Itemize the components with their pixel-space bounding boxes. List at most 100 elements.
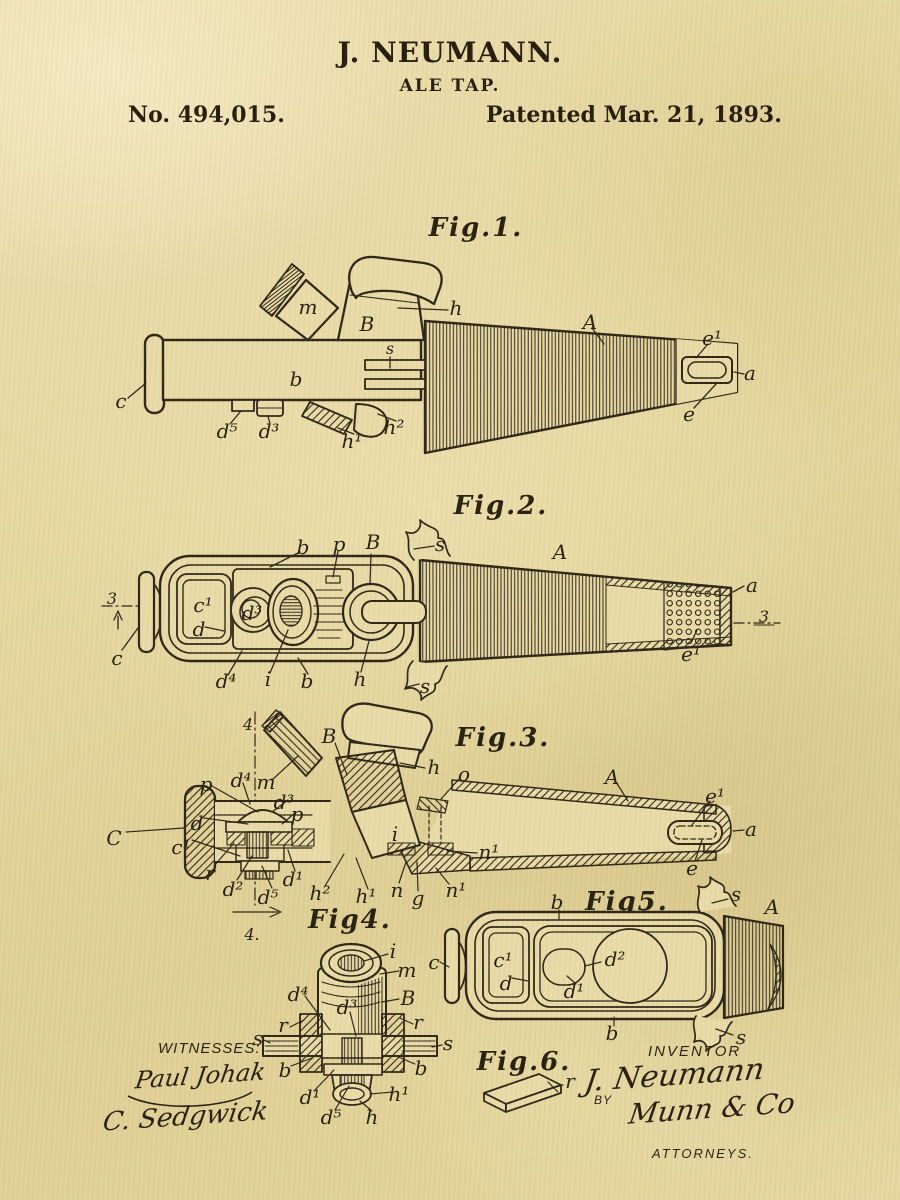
- signature-flourish: [127, 1091, 253, 1107]
- fig2-spring-clip-top: [405, 519, 451, 561]
- fig1-label-s: s: [386, 339, 394, 358]
- fig2-rod: [361, 600, 427, 624]
- fig1-label-A: A: [581, 310, 597, 334]
- fig1-handle: [274, 278, 340, 342]
- fig3-drawing: Fig.3.: [106, 702, 757, 944]
- fig2-label-a: a: [746, 573, 758, 597]
- fig6-label-r: r: [565, 1069, 576, 1093]
- fig2-label-s-top: s: [435, 532, 445, 556]
- fig5-spring-clip-top: [696, 876, 737, 913]
- fig3-label-h: h: [428, 755, 441, 779]
- fig4-drawing: Fig4.: [253, 905, 453, 1129]
- fig4-label-r-left: r: [278, 1013, 289, 1037]
- fig3-label-m: m: [257, 770, 276, 794]
- fig2-label-b-bottom: b: [301, 669, 314, 693]
- patent-date: Patented Mar. 21, 1893.: [486, 102, 782, 128]
- fig3-label-i: i: [392, 822, 398, 846]
- fig3-label-A: A: [603, 765, 619, 789]
- fig3-label-n: n: [391, 878, 404, 902]
- attorneys-label: ATTORNEYS.: [652, 1146, 754, 1161]
- fig1-thumb-lever: [348, 255, 443, 306]
- fig4-label-s-right: s: [443, 1031, 453, 1055]
- fig5-port: [542, 948, 586, 986]
- fig5-label-c: c: [428, 950, 439, 974]
- fig1-label-h: h: [450, 296, 463, 320]
- fig1-pointer-lines: [127, 294, 745, 435]
- fig2-label-section3-left: 3: [107, 589, 117, 608]
- witnesses-heading: WITNESSES:: [158, 1040, 261, 1057]
- fig1-label-h2: h²: [384, 415, 405, 439]
- fig5-label-d1: d¹: [564, 979, 585, 1003]
- fig1-caption: Fig.1.: [428, 213, 524, 243]
- fig5-pointer-lines: [439, 898, 734, 1036]
- fig3-thumb-lever: [341, 702, 433, 756]
- fig2-label-d3: d³: [242, 601, 263, 625]
- fig4-outlet: [332, 1082, 372, 1106]
- fig3-caption: Fig.3.: [455, 723, 551, 753]
- inventor-heading: INVENTOR: [648, 1043, 742, 1060]
- fig4-caption: Fig4.: [307, 905, 392, 935]
- fig4-pointer-lines: [263, 953, 443, 1112]
- fig5-knob: [443, 927, 461, 1005]
- by-label: BY: [594, 1093, 613, 1107]
- fig6-drawing: Fig.6. r: [476, 1047, 576, 1113]
- fig4-label-d1: d¹: [300, 1085, 321, 1109]
- fig3-label-B: B: [321, 724, 337, 748]
- fig5-label-s-top: s: [731, 882, 741, 906]
- fig4-label-m: m: [398, 958, 417, 982]
- fig2-knob: [137, 570, 156, 654]
- fig3-bolt: [246, 831, 269, 859]
- fig3-label-c1: c¹: [171, 835, 190, 859]
- fig1-label-a: a: [744, 361, 756, 385]
- fig3-label-C: C: [106, 826, 121, 850]
- fig3-label-n1-upper: n¹: [479, 840, 500, 864]
- fig5-label-d2: d²: [605, 947, 626, 971]
- fig2-label-section3-right: 3: [759, 607, 769, 626]
- fig1-drawing: Fig.1.: [115, 213, 756, 455]
- applicant-name: J. NEUMANN.: [337, 36, 563, 69]
- fig3-label-e: e: [686, 856, 698, 880]
- fig3-label-d1: d¹: [283, 867, 304, 891]
- fig2-label-c: c: [111, 646, 122, 670]
- fig5-label-s-bottom: s: [736, 1025, 746, 1049]
- fig3-label-p-top: p: [200, 772, 213, 796]
- fig3-label-section4-bottom: 4.: [243, 925, 259, 944]
- fig4-label-h1: h¹: [389, 1082, 410, 1106]
- fig5-label-c1: c¹: [493, 948, 512, 972]
- fig3-handle: [263, 711, 323, 777]
- invention-title: ALE TAP.: [399, 76, 501, 96]
- fig4-label-i: i: [390, 939, 396, 963]
- fig4-label-B: B: [400, 986, 416, 1010]
- fig5-spring-clip-bottom: [692, 1015, 733, 1052]
- fig1-slot: [681, 356, 733, 384]
- fig3-label-d: d: [191, 811, 204, 835]
- fig4-label-h: h: [366, 1105, 379, 1129]
- fig5-label-b-top: b: [551, 890, 564, 914]
- fig4-label-b-left: b: [279, 1058, 292, 1082]
- witnesses-block: WITNESSES:: [158, 1040, 261, 1057]
- fig1-label-m: m: [299, 295, 318, 319]
- fig2-drawing: Fig.2.: [101, 491, 781, 701]
- fig3-label-h1: h¹: [356, 884, 377, 908]
- fig3-cone-bottom-wall: [469, 850, 717, 872]
- fig2-label-c1: c¹: [193, 593, 212, 617]
- fig3-label-d4: d⁴: [231, 768, 252, 792]
- fig1-knob: [143, 333, 166, 415]
- fig4-label-s-left: s: [253, 1026, 263, 1050]
- fig2-label-b-top: b: [297, 535, 310, 559]
- fig2-label-B: B: [365, 530, 381, 554]
- fig1-label-d3: d³: [259, 419, 280, 443]
- fig4-label-d5: d⁵: [321, 1105, 342, 1129]
- fig1-label-d5: d⁵: [217, 419, 238, 443]
- fig2-caption: Fig.2.: [453, 491, 549, 521]
- fig2-label-e1: e¹: [681, 642, 701, 666]
- fig3-label-r: r: [205, 861, 216, 885]
- fig3-label-d5: d⁵: [258, 885, 279, 909]
- fig5-label-d: d: [500, 971, 513, 995]
- fig5-cone-stub: [722, 914, 785, 1020]
- fig4-label-d4: d⁴: [288, 982, 309, 1006]
- fig3-label-d3: d³: [274, 790, 295, 814]
- fig1-label-e: e: [683, 402, 695, 426]
